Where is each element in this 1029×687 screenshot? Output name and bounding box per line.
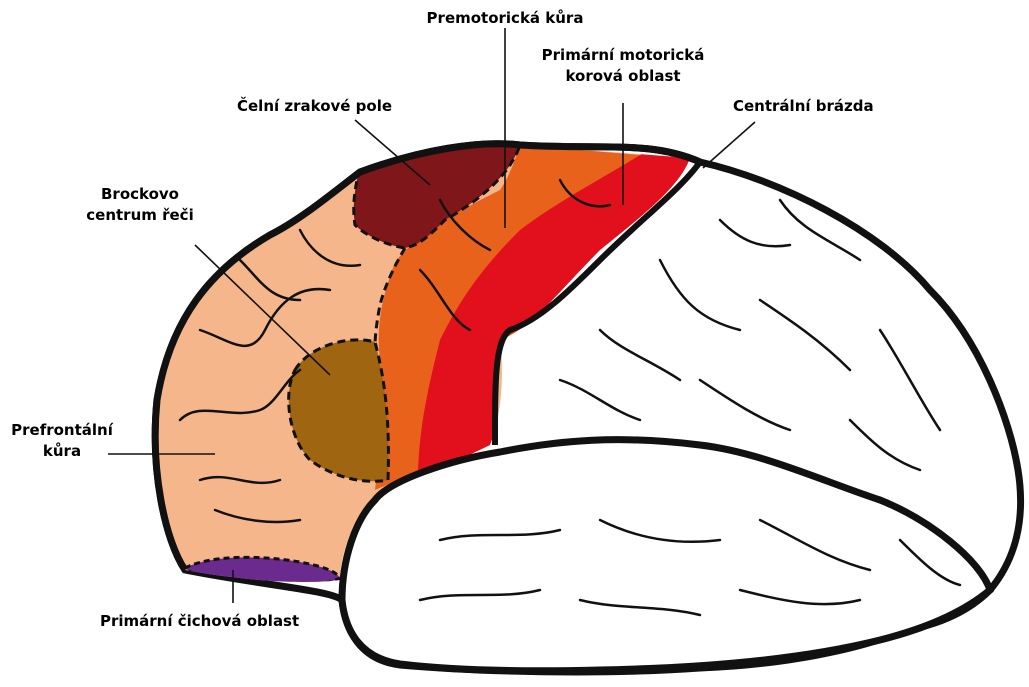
label-motor: Primární motorická korová oblast xyxy=(528,45,718,87)
label-prefrontal: Prefrontální kůra xyxy=(2,420,122,462)
label-motor-line2: korová oblast xyxy=(528,66,718,87)
label-premotor: Premotorická kůra xyxy=(415,8,595,29)
central-pointer xyxy=(703,122,755,168)
label-prefrontal-line1: Prefrontální xyxy=(2,420,122,441)
label-frontal-eye-field: Čelní zrakové pole xyxy=(237,96,392,117)
label-broca-line1: Brockovo xyxy=(70,184,210,205)
label-motor-line1: Primární motorická xyxy=(528,45,718,66)
label-olfactory: Primární čichová oblast xyxy=(100,611,299,632)
label-prefrontal-line2: kůra xyxy=(2,441,122,462)
label-broca: Brockovo centrum řeči xyxy=(70,184,210,226)
label-central-sulcus: Centrální brázda xyxy=(733,96,874,117)
label-broca-line2: centrum řeči xyxy=(70,205,210,226)
